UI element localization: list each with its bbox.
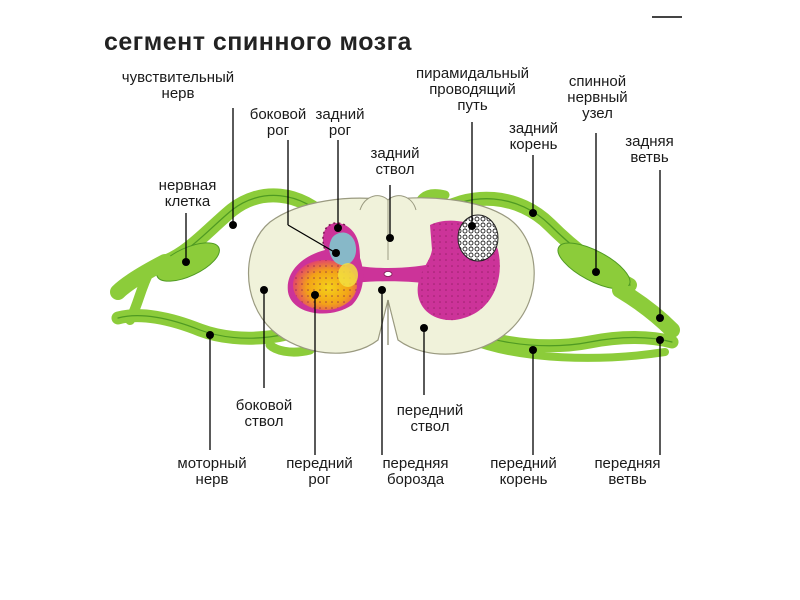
label-anterior-horn: передний рог [286,455,353,488]
label-anterior-root: передний корень [490,455,557,488]
label-motor-nerve: моторный нерв [177,455,247,488]
left-posterior-horn-nucleus [329,232,357,266]
right-spinal-ganglion [557,242,631,290]
label-lateral-funiculus: боковой ствол [235,397,293,430]
right-anterior-branch [466,336,669,362]
label-anterior-fissure: передняя борозда [382,455,449,488]
label-anterior-funiculus: передний ствол [396,402,464,435]
diagram-title: сегмент спинного мозга [104,28,412,56]
label-anterior-branch: передняя ветвь [594,455,661,488]
left-mixed-nerve [110,254,173,300]
leader-dots [182,209,664,354]
label-spinal-ganglion: спинной нервный узел [567,73,628,122]
right-mixed-nerve [612,282,680,338]
label-posterior-horn: задний рог [315,106,365,139]
leader-lines [185,108,661,455]
label-nerve-cell: нервная клетка [158,177,217,210]
label-pyramidal-tract: пирамидальный проводящий путь [416,65,529,114]
label-posterior-funiculus: задний ствол [370,145,420,178]
label-posterior-branch: задняя ветвь [625,133,674,166]
label-posterior-root: задний корень [508,120,558,153]
decorative-line [652,16,682,18]
label-sensory-nerve: чувствительный нерв [121,69,235,102]
gray-matter [287,220,500,321]
pyramidal-tract-region [457,214,499,262]
nerve-fibers [110,188,680,362]
label-lateral-horn: боковой рог [249,106,307,139]
central-canal [383,271,393,277]
